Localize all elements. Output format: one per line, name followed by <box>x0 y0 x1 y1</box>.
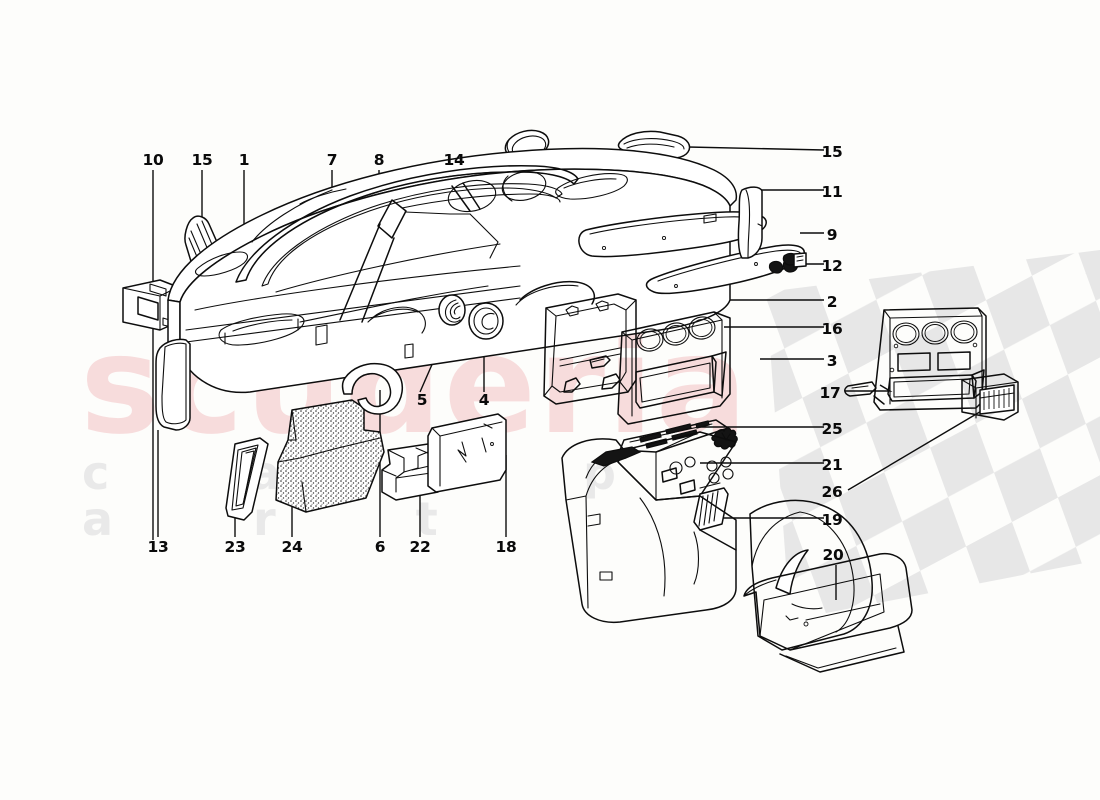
callout-number-18: 18 <box>495 538 517 556</box>
callout-number-9: 9 <box>826 226 838 244</box>
callout-number-11: 11 <box>821 183 843 201</box>
callout-number-24: 24 <box>281 538 303 556</box>
callout-number-5: 5 <box>416 391 428 409</box>
callout-number-25: 25 <box>821 420 843 438</box>
callout-number-3: 3 <box>826 352 838 370</box>
part-tunnel-side-panel <box>427 413 507 493</box>
callout-number-10: 10 <box>142 151 164 169</box>
callout-number-7: 7 <box>326 151 338 169</box>
part-dashboard-main-body <box>167 147 738 394</box>
callout-number-23: 23 <box>224 538 246 556</box>
callout-number-21: 21 <box>821 456 843 474</box>
part-instrument-bezel-ring <box>468 302 504 340</box>
part-glovebox-frame <box>543 293 637 405</box>
callout-number-1: 1 <box>238 151 250 169</box>
callout-number-20: 20 <box>822 546 844 564</box>
part-instrument-spiral-bezel <box>438 294 466 326</box>
callout-number-14: 14 <box>443 151 465 169</box>
callout-number-8: 8 <box>373 151 385 169</box>
part-sound-insulation-pad <box>275 399 385 513</box>
part-instrument-cluster-housing <box>617 311 731 425</box>
callout-number-2: 2 <box>826 293 838 311</box>
part-center-console-body <box>561 438 737 624</box>
part-left-side-trim-panel <box>155 338 191 431</box>
callout-number-13: 13 <box>147 538 169 556</box>
callout-number-15: 15 <box>191 151 213 169</box>
callout-number-26: 26 <box>821 483 843 501</box>
callout-number-15: 15 <box>821 143 843 161</box>
callout-number-4: 4 <box>478 391 490 409</box>
callout-number-6: 6 <box>374 538 386 556</box>
callout-number-12: 12 <box>821 257 843 275</box>
part-radio-console-panel <box>844 307 987 411</box>
part-tunnel-cover-bracket <box>341 362 404 415</box>
callout-number-16: 16 <box>821 320 843 338</box>
part-kick-panel-trim <box>225 437 269 521</box>
part-gear-lever-gaiter <box>693 487 729 531</box>
callout-number-22: 22 <box>409 538 431 556</box>
callout-number-17: 17 <box>819 384 841 402</box>
part-right-dash-end-cap <box>737 186 763 259</box>
callout-number-19: 19 <box>821 511 843 529</box>
part-console-switch-panel <box>617 419 737 501</box>
